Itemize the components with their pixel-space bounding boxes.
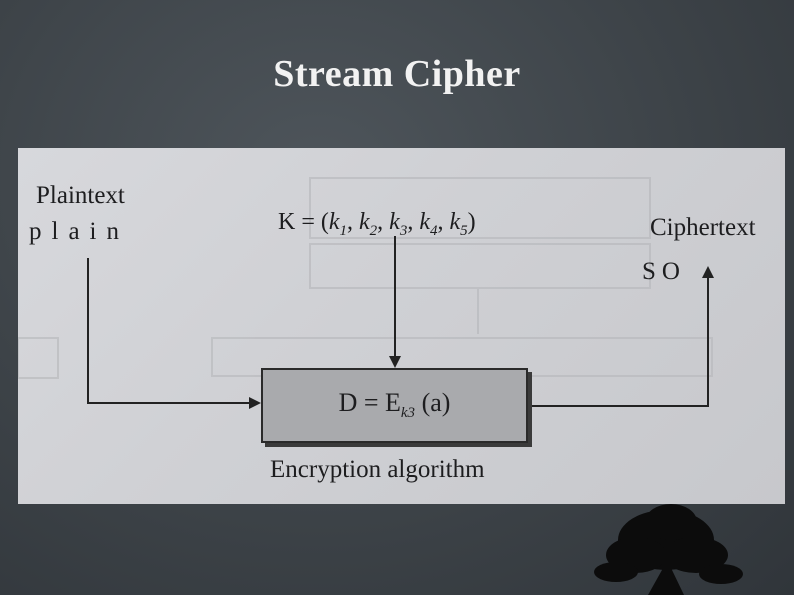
key-part-3: k3 [389,209,407,235]
key-label: K = (k1, k2, k3, k4, k5) [278,209,476,240]
key-prefix: K = ( [278,209,329,235]
plaintext-arrow [88,258,254,403]
slide-title: Stream Cipher [0,52,794,96]
key-part-4: k4 [419,209,437,235]
key-part-5: k5 [449,209,467,235]
algorithm-formula: D = Ek3 (a) [263,388,526,422]
ciphertext-arrow [527,274,708,406]
ciphertext-label: Ciphertext [650,214,756,242]
algorithm-caption: Encryption algorithm [270,456,485,484]
encryption-algorithm-box: D = Ek3 (a) [261,368,528,443]
plaintext-word: plain [29,218,129,246]
diagram-arrows [18,148,785,504]
plaintext-label: Plaintext [36,182,125,210]
textbook-figure-photo: Plaintext plain K = (k1, k2, k3, k4, k5)… [18,148,785,504]
key-part-1: k1 [329,209,347,235]
key-part-2: k2 [359,209,377,235]
ciphertext-word: SO [642,258,686,286]
tree-silhouette-icon [576,500,756,595]
